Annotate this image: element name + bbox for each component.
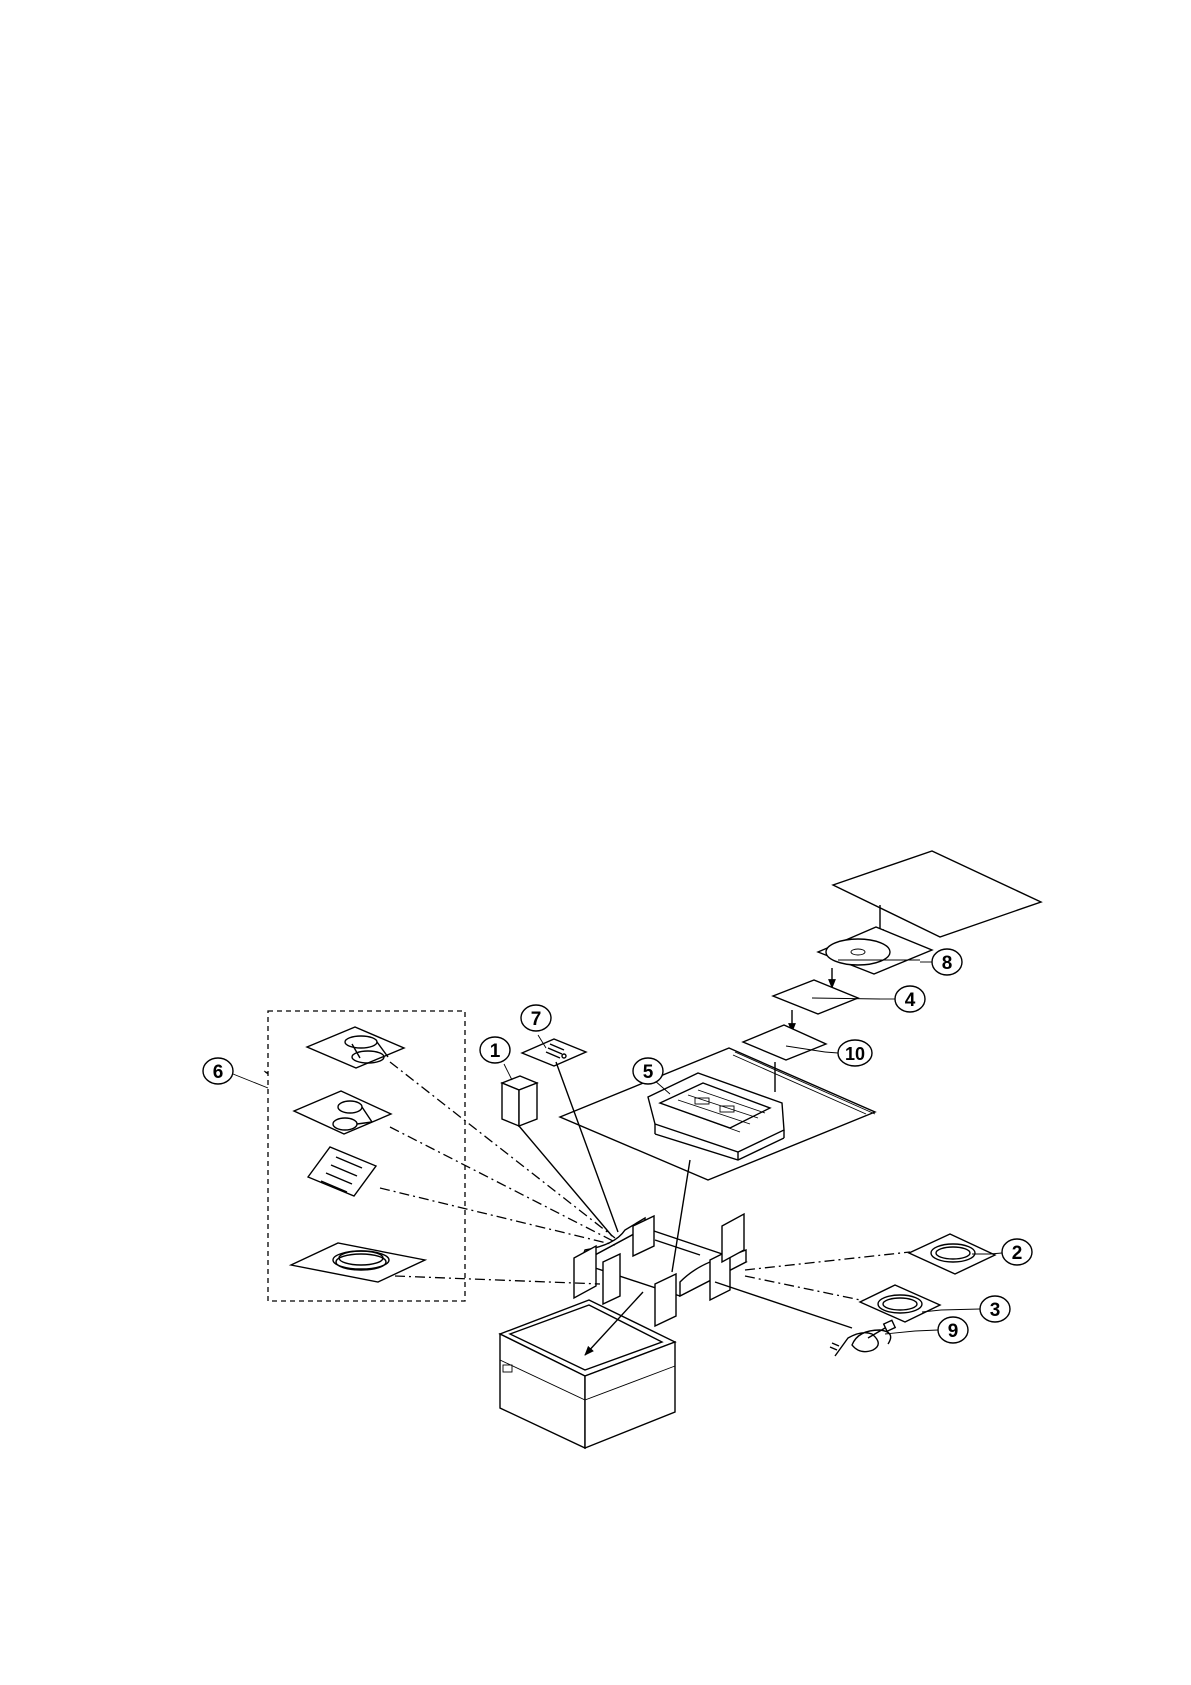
callout-3-label: 3 xyxy=(990,1300,1001,1321)
top-sheet xyxy=(833,851,1041,937)
power-cord xyxy=(830,1320,895,1356)
callout-6-label: 6 xyxy=(213,1062,224,1083)
callout-2-label: 2 xyxy=(1012,1243,1023,1264)
callout-4-label: 4 xyxy=(905,990,916,1011)
screw-bag xyxy=(522,1039,586,1066)
callout-7-label: 7 xyxy=(531,1009,542,1030)
stand-bag-1 xyxy=(307,1027,404,1068)
callout-4: 4 xyxy=(895,986,925,1012)
callout-6: 6 xyxy=(203,1058,233,1084)
callout-10-leader xyxy=(825,1052,838,1053)
callout-5-label: 5 xyxy=(643,1062,654,1083)
callout-1-label: 1 xyxy=(490,1041,501,1062)
callout-1: 1 xyxy=(480,1037,510,1063)
callout-10: 10 xyxy=(838,1040,872,1066)
callout-10-label: 10 xyxy=(845,1044,865,1064)
callout-8-label: 8 xyxy=(942,953,953,974)
callout-8: 8 xyxy=(932,949,962,975)
cd-sheet xyxy=(818,927,932,974)
callout-3-leader xyxy=(941,1309,980,1310)
callout-9: 9 xyxy=(938,1317,968,1343)
callout-7: 7 xyxy=(521,1005,551,1031)
carton xyxy=(500,1300,675,1448)
screw-sheet xyxy=(308,1147,376,1196)
callout-9-label: 9 xyxy=(948,1321,959,1342)
cable-bag-3 xyxy=(860,1285,940,1322)
callout-9-leader xyxy=(915,1330,938,1331)
card-sheet xyxy=(743,1025,826,1060)
callout-2: 2 xyxy=(1002,1239,1032,1265)
callout-5: 5 xyxy=(633,1058,663,1084)
manual-sheet xyxy=(773,980,858,1014)
stand-bag-2 xyxy=(294,1091,391,1134)
callout-6-leader xyxy=(233,1074,268,1088)
callout-3: 3 xyxy=(980,1296,1010,1322)
small-box xyxy=(502,1076,537,1126)
